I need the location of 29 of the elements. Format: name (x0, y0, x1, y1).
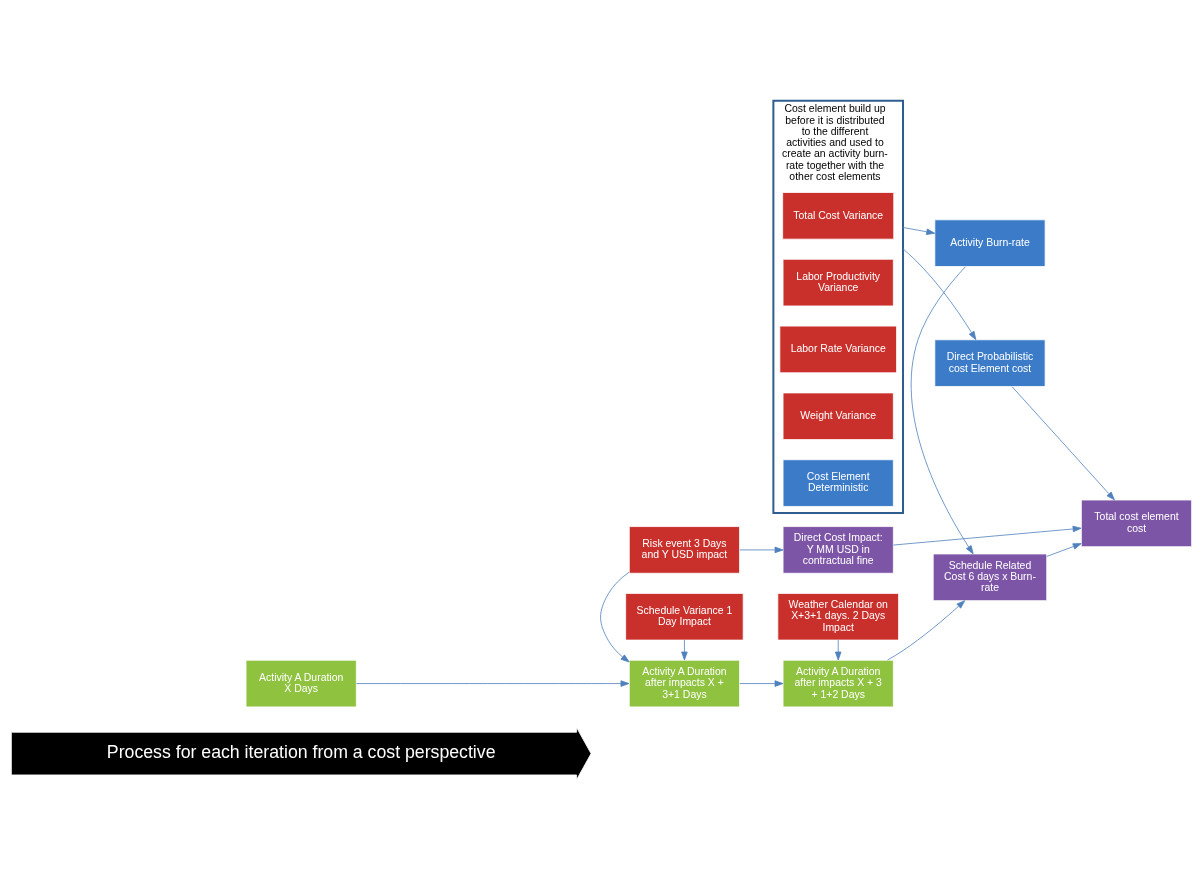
node-box: Weather Calendar on X+3+1 days. 2 Days Impact (777, 592, 899, 640)
node-box: Total cost element cost (1080, 499, 1193, 547)
node-box: Labor Rate Variance (779, 325, 897, 373)
node-box: Cost Element Deterministic (782, 458, 894, 507)
node-box: Activity Burn-rate (934, 218, 1046, 267)
node-box: Schedule Variance 1 Day Impact (625, 592, 744, 640)
arrow (739, 546, 784, 553)
node-box: Schedule Related Cost 6 days x Burn-rate (932, 553, 1048, 601)
node-box: Activity A Duration X Days (245, 659, 357, 707)
arrow (1011, 385, 1115, 500)
arrow (887, 599, 966, 660)
arrow (356, 679, 630, 687)
node-box: Direct Probabilistic cost Element cost (934, 338, 1046, 387)
node-box: Labor Productivity Variance (782, 258, 894, 306)
node-box: Activity A Duration after impacts X + 3+1 Days (628, 659, 740, 707)
node-box: Weight Variance (782, 392, 894, 440)
node-box: Risk event 3 Days and Y USD impact (628, 525, 740, 574)
arrow (835, 639, 842, 660)
node-box: Total Cost Variance (782, 191, 895, 240)
arrow (600, 571, 630, 662)
arrow (739, 679, 784, 687)
arrow (902, 226, 936, 235)
arrow (902, 247, 977, 340)
arrow (910, 265, 974, 554)
node-box: Activity A Duration after impacts X + 3 + 1+2 Days (782, 659, 894, 707)
arrow (893, 525, 1082, 545)
arrow (681, 639, 688, 660)
node-box: Direct Cost Impact: Y MM USD in contractual fine (782, 525, 894, 574)
arrow (1046, 542, 1082, 557)
